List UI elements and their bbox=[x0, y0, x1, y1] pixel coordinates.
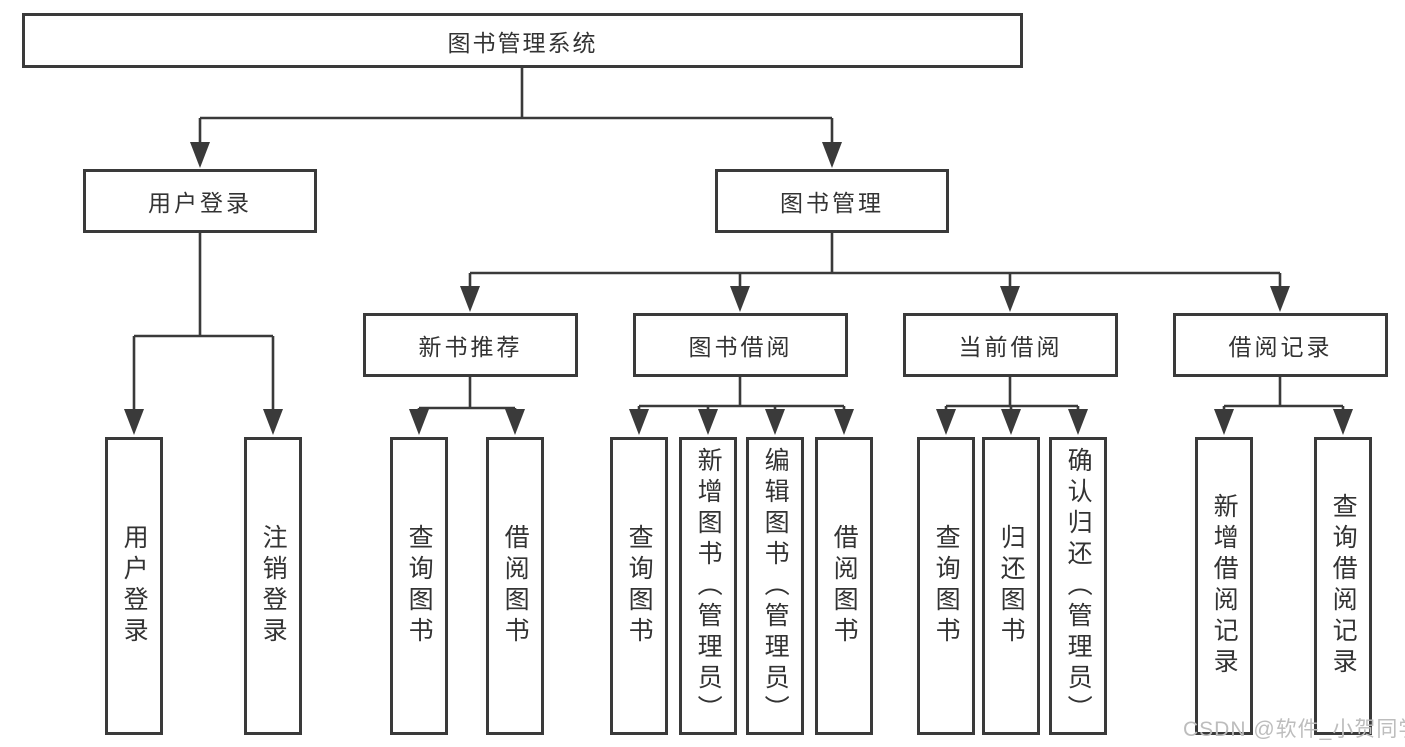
node-leaf-edit-books-admin-label: 编辑图书（管理员） bbox=[761, 446, 790, 726]
node-user-login-label: 用户登录 bbox=[148, 190, 252, 216]
node-book-borrowing: 图书借阅 bbox=[633, 313, 848, 377]
node-leaf-borrow-books-recommend: 借阅图书 bbox=[486, 437, 544, 735]
node-book-management: 图书管理 bbox=[715, 169, 949, 233]
node-leaf-add-books-admin-label: 新增图书（管理员） bbox=[694, 446, 723, 726]
node-leaf-query-books-recommend-label: 查询图书 bbox=[405, 524, 434, 648]
node-borrowing-records: 借阅记录 bbox=[1173, 313, 1388, 377]
node-leaf-query-books-recommend: 查询图书 bbox=[390, 437, 448, 735]
arrowheads bbox=[124, 142, 1353, 435]
node-leaf-borrow-books-recommend-label: 借阅图书 bbox=[501, 524, 530, 648]
watermark: CSDN @软件_小贺同学 bbox=[1183, 718, 1405, 741]
node-leaf-query-books-borrow: 查询图书 bbox=[610, 437, 668, 735]
node-leaf-edit-books-admin: 编辑图书（管理员） bbox=[746, 437, 804, 735]
node-user-login: 用户登录 bbox=[83, 169, 317, 233]
node-leaf-borrow-books-label: 借阅图书 bbox=[830, 524, 859, 648]
node-leaf-confirm-return-admin-label: 确认归还（管理员） bbox=[1064, 446, 1093, 726]
node-leaf-add-borrow-record: 新增借阅记录 bbox=[1195, 437, 1253, 735]
node-root: 图书管理系统 bbox=[22, 13, 1023, 68]
node-leaf-logout-label: 注销登录 bbox=[259, 524, 288, 648]
node-current-borrowing-label: 当前借阅 bbox=[958, 334, 1063, 360]
node-new-book-recommend-label: 新书推荐 bbox=[418, 334, 523, 360]
node-leaf-add-borrow-record-label: 新增借阅记录 bbox=[1210, 493, 1239, 679]
node-leaf-confirm-return-admin: 确认归还（管理员） bbox=[1049, 437, 1107, 735]
node-leaf-user-login-label: 用户登录 bbox=[120, 524, 149, 648]
node-current-borrowing: 当前借阅 bbox=[903, 313, 1118, 377]
node-book-management-label: 图书管理 bbox=[780, 190, 884, 216]
node-leaf-query-borrow-record: 查询借阅记录 bbox=[1314, 437, 1372, 735]
node-root-label: 图书管理系统 bbox=[447, 29, 598, 56]
connector-path bbox=[132, 68, 1345, 411]
node-leaf-logout: 注销登录 bbox=[244, 437, 302, 735]
node-borrowing-records-label: 借阅记录 bbox=[1228, 334, 1333, 360]
node-leaf-query-borrow-record-label: 查询借阅记录 bbox=[1329, 493, 1358, 679]
node-leaf-return-books-label: 归还图书 bbox=[997, 524, 1026, 648]
node-book-borrowing-label: 图书借阅 bbox=[688, 334, 793, 360]
node-leaf-return-books: 归还图书 bbox=[982, 437, 1040, 735]
node-leaf-add-books-admin: 新增图书（管理员） bbox=[679, 437, 737, 735]
node-new-book-recommend: 新书推荐 bbox=[363, 313, 578, 377]
node-leaf-borrow-books: 借阅图书 bbox=[815, 437, 873, 735]
node-leaf-query-books-current-label: 查询图书 bbox=[932, 524, 961, 648]
node-leaf-user-login: 用户登录 bbox=[105, 437, 163, 735]
node-leaf-query-books-current: 查询图书 bbox=[917, 437, 975, 735]
node-leaf-query-books-borrow-label: 查询图书 bbox=[625, 524, 654, 648]
